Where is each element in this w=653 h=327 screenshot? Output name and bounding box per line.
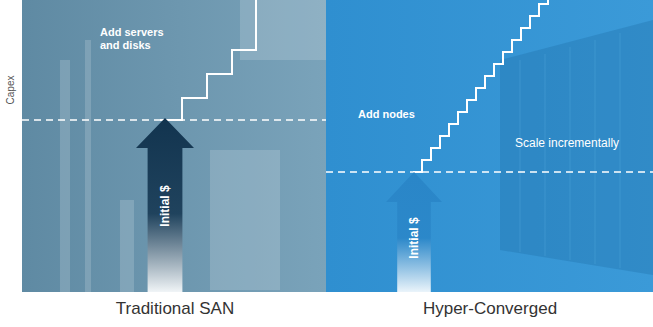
text-label: Add nodes — [358, 108, 415, 121]
rack-lines — [520, 33, 620, 268]
initial-cost-line — [326, 171, 653, 173]
server-photo — [60, 0, 326, 292]
text-label: Hyper-Converged — [423, 299, 557, 319]
rack-illustration — [500, 20, 653, 275]
text-label: Add servers and disks — [100, 26, 180, 52]
arrow-label: Initial $ — [407, 217, 421, 258]
cost-arrow: Initial $ — [136, 118, 194, 292]
arrow-label: Initial $ — [158, 185, 172, 226]
text-label: Scale incrementally — [515, 136, 619, 150]
step-line — [160, 0, 256, 120]
cost-arrow: Initial $ — [386, 172, 442, 292]
text-label: Capex — [5, 76, 17, 105]
right-panel — [326, 0, 653, 292]
left-panel — [22, 0, 326, 292]
text-label: Traditional SAN — [116, 299, 234, 319]
